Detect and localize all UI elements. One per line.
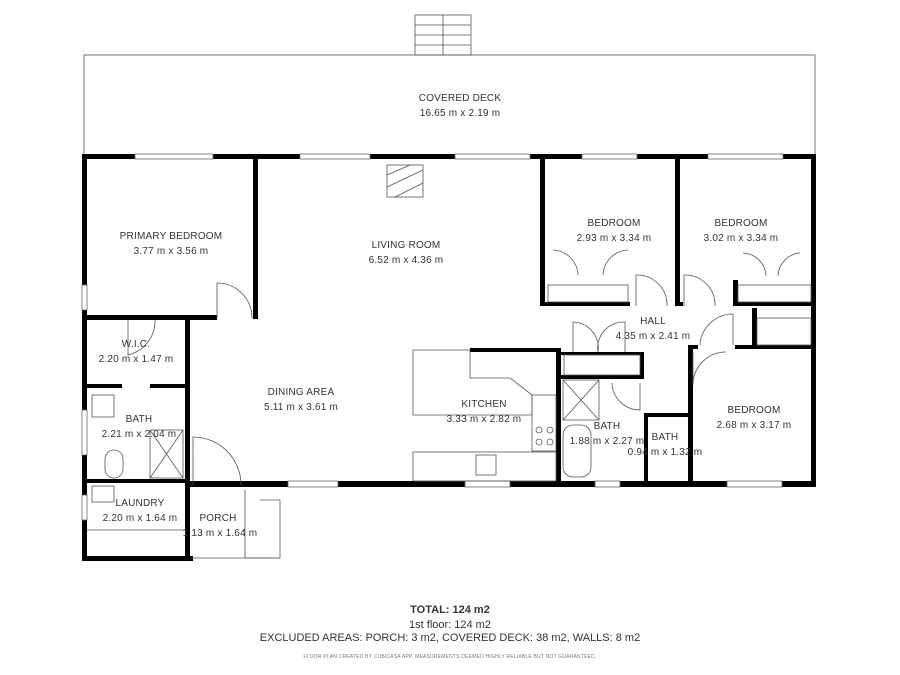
- shower: [562, 379, 600, 421]
- bedroom-3-size: 2.68 m x 3.17 m: [717, 420, 792, 431]
- stairs: [414, 14, 472, 56]
- porch-size: 1.13 m x 1.64 m: [183, 528, 258, 539]
- kitchen-counter-bottom: [412, 451, 557, 482]
- wic-size: 2.20 m x 1.47 m: [99, 354, 174, 365]
- porch-name: PORCH: [199, 513, 236, 524]
- living-room-size: 6.52 m x 4.36 m: [369, 255, 444, 266]
- closet: [547, 284, 629, 303]
- bath-3-name: BATH: [652, 432, 679, 443]
- credit-note: FLOOR PLAN CREATED BY CUBICASA APP. MEAS…: [303, 654, 597, 660]
- living-room-name: LIVING ROOM: [372, 240, 441, 251]
- bedroom-2-size: 3.02 m x 3.34 m: [704, 233, 779, 244]
- covered-deck-size: 16.65 m x 2.19 m: [420, 108, 500, 119]
- laundry-sink: [91, 485, 115, 503]
- closet: [737, 284, 812, 303]
- dining-area-size: 5.11 m x 3.61 m: [264, 402, 338, 413]
- total-area: TOTAL: 124 m2: [410, 604, 490, 616]
- excluded-areas: EXCLUDED AREAS: PORCH: 3 m2, COVERED DEC…: [259, 632, 641, 644]
- room-labels: COVERED DECK 16.65 m x 2.19 m PRIMARY BE…: [99, 93, 792, 539]
- primary-bedroom-name: PRIMARY BEDROOM: [120, 231, 223, 242]
- interior-walls: [82, 154, 816, 561]
- bath-1-size: 2.21 m x 2.04 m: [102, 429, 177, 440]
- kitchen-size: 3.33 m x 2.82 m: [447, 414, 522, 425]
- kitchen-counter: [412, 349, 533, 416]
- kitchen-sink: [475, 454, 497, 476]
- doors: [127, 249, 801, 559]
- fixtures: [87, 164, 812, 531]
- exterior-walls: [82, 154, 816, 561]
- toilet: [104, 449, 124, 479]
- hall-size: 4.35 m x 2.41 m: [616, 331, 691, 342]
- laundry-name: LAUNDRY: [115, 498, 164, 509]
- bedroom-1-size: 2.93 m x 3.34 m: [577, 233, 652, 244]
- bath-2-size: 1.88 m x 2.27 m: [570, 436, 645, 447]
- bedroom-1-name: BEDROOM: [587, 218, 640, 229]
- wic-name: W.I.C.: [122, 339, 150, 350]
- bath-2-name: BATH: [594, 421, 621, 432]
- primary-bedroom-size: 3.77 m x 3.56 m: [134, 246, 209, 257]
- bedroom-3-name: BEDROOM: [727, 405, 780, 416]
- covered-deck-outline: [83, 54, 816, 158]
- bath-1-name: BATH: [126, 414, 153, 425]
- covered-deck-name: COVERED DECK: [419, 93, 502, 104]
- bath-sink: [91, 394, 115, 418]
- hall-name: HALL: [640, 316, 666, 327]
- bath-shower: [149, 429, 184, 479]
- fireplace: [386, 164, 424, 198]
- bedroom-2-name: BEDROOM: [714, 218, 767, 229]
- bath-3-size: 0.94 m x 1.32 m: [628, 447, 703, 458]
- closet: [756, 317, 812, 346]
- dining-area-name: DINING AREA: [268, 387, 335, 398]
- floor-area: 1st floor: 124 m2: [409, 619, 491, 631]
- windows: [81, 153, 784, 521]
- kitchen-name: KITCHEN: [461, 399, 506, 410]
- bathtub: [562, 424, 592, 478]
- laundry-size: 2.20 m x 1.64 m: [103, 513, 178, 524]
